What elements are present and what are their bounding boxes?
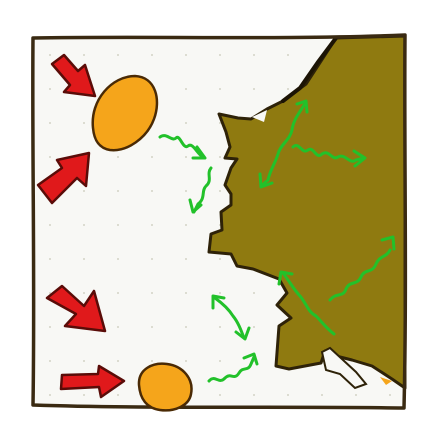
grid-dot: [185, 190, 187, 192]
grid-dot: [253, 292, 255, 294]
grid-dot: [219, 326, 221, 328]
grid-dot: [185, 326, 187, 328]
grid-dot: [49, 88, 51, 90]
grid-dot: [185, 258, 187, 260]
grid-dot: [185, 54, 187, 56]
grid-dot: [49, 224, 51, 226]
grid-dot: [287, 88, 289, 90]
grid-dot: [49, 156, 51, 158]
grid-dot: [117, 292, 119, 294]
grid-dot: [83, 190, 85, 192]
grid-dot: [287, 54, 289, 56]
grid-dot: [117, 258, 119, 260]
grid-dot: [117, 54, 119, 56]
grid-dot: [219, 394, 221, 396]
grid-dot: [49, 54, 51, 56]
orange-oval-blob: [139, 364, 192, 411]
grid-dot: [117, 190, 119, 192]
grid-dot: [219, 292, 221, 294]
grid-dot: [49, 122, 51, 124]
grid-dot: [219, 54, 221, 56]
grid-dot: [117, 394, 119, 396]
grid-dot: [83, 122, 85, 124]
grid-dot: [49, 394, 51, 396]
grid-dot: [83, 394, 85, 396]
grid-dot: [49, 258, 51, 260]
grid-dot: [185, 360, 187, 362]
grid-dot: [253, 326, 255, 328]
grid-dot: [151, 326, 153, 328]
grid-dot: [117, 326, 119, 328]
grid-dot: [389, 394, 391, 396]
grid-dot: [151, 224, 153, 226]
grid-dot: [151, 292, 153, 294]
grid-dot: [83, 54, 85, 56]
grid-dot: [321, 394, 323, 396]
grid-dot: [219, 258, 221, 260]
grid-dot: [49, 360, 51, 362]
grid-dot: [185, 88, 187, 90]
grid-dot: [253, 394, 255, 396]
grid-dot: [219, 122, 221, 124]
grid-dot: [219, 190, 221, 192]
grid-dot: [355, 394, 357, 396]
grid-dot: [151, 156, 153, 158]
grid-dot: [219, 156, 221, 158]
grid-dot: [117, 156, 119, 158]
grid-dot: [185, 292, 187, 294]
grid-dot: [185, 156, 187, 158]
grid-dot: [117, 360, 119, 362]
grid-dot: [83, 292, 85, 294]
grid-dot: [185, 224, 187, 226]
grid-dot: [151, 54, 153, 56]
grid-dot: [253, 88, 255, 90]
grid-dot: [287, 394, 289, 396]
grid-dot: [219, 360, 221, 362]
grid-dot: [253, 54, 255, 56]
grid-dot: [83, 360, 85, 362]
grid-dot: [151, 258, 153, 260]
grid-dot: [117, 224, 119, 226]
grid-dot: [219, 88, 221, 90]
grid-dot: [49, 326, 51, 328]
grid-dot: [83, 224, 85, 226]
grid-dot: [185, 122, 187, 124]
grid-dot: [151, 190, 153, 192]
grid-dot: [83, 258, 85, 260]
grid-dot: [151, 360, 153, 362]
